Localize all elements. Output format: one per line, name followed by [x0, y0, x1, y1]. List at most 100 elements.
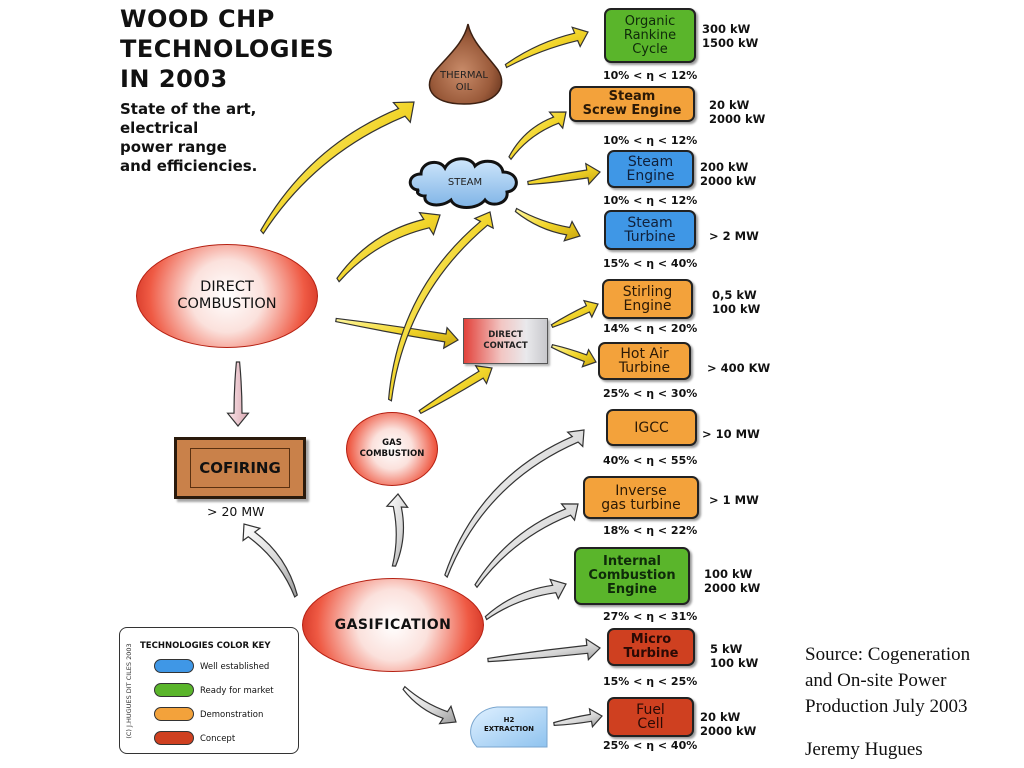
tech-name: Steam Engine [626, 154, 675, 184]
arrow-gasification-to-microturbine [487, 637, 601, 663]
tech-power-range: 20 kW 2000 kW [709, 98, 766, 126]
legend-copyright: (C) J.HUGUES DIT CILES 2003 [122, 632, 136, 750]
steam-label: STEAM [447, 177, 483, 188]
subtitle-line-1: State of the art, [120, 100, 257, 118]
title-line-3: IN 2003 [120, 65, 228, 93]
source-line-2: and On-site Power [805, 670, 947, 691]
tech-name: Internal Combustion Engine [588, 554, 676, 597]
arrow-gasification-to-cofiring [242, 523, 298, 598]
tech-efficiency: 18% < η < 22% [603, 524, 698, 537]
arrow-steam-to-screw [508, 111, 567, 161]
tech-efficiency: 25% < η < 30% [603, 387, 698, 400]
tech-name: IGCC [634, 419, 669, 436]
source-line-1: Source: Cogeneration [805, 644, 971, 665]
cofiring-label: COFIRING [190, 448, 290, 488]
arrow-gas-comb-to-steam [387, 211, 495, 402]
steam-cloud [408, 157, 518, 209]
tech-box-steam-turbine: Steam Turbine [604, 210, 696, 250]
legend-copyright-text: (C) J.HUGUES DIT CILES 2003 [125, 643, 133, 739]
gasification-node: GASIFICATION [302, 578, 484, 672]
tech-name: Steam Turbine [624, 215, 676, 245]
source-author: Jeremy Hugues [805, 739, 923, 760]
tech-name: Micro Turbine [623, 632, 679, 661]
tech-efficiency: 40% < η < 55% [603, 454, 698, 467]
tech-name: Hot Air Turbine [618, 346, 671, 376]
tech-name: Fuel Cell [636, 702, 665, 732]
tech-power-range: 300 kW 1500 kW [702, 22, 759, 50]
direct-contact-node: DIRECT CONTACT [463, 318, 548, 364]
direct-combustion-label: DIRECT COMBUSTION [177, 279, 277, 312]
tech-name: Stirling Engine [622, 284, 673, 314]
tech-efficiency: 15% < η < 40% [603, 257, 698, 270]
tech-box-organic-rankine-cycle: Organic Rankine Cycle [604, 8, 696, 63]
gas-combustion-node: GAS COMBUSTION [346, 412, 438, 486]
color-key-legend: (C) J.HUGUES DIT CILES 2003 TECHNOLOGIES… [119, 627, 299, 754]
tech-efficiency: 14% < η < 20% [603, 322, 698, 335]
legend-swatch-ready-for-market [154, 683, 194, 697]
tech-efficiency: 27% < η < 31% [603, 610, 698, 623]
legend-label-well-established: Well established [200, 662, 270, 672]
direct-combustion-node: DIRECT COMBUSTION [136, 244, 318, 348]
h2-extraction-label: H2 EXTRACTION [483, 716, 535, 733]
arrow-direct-contact-to-hot-air [550, 343, 597, 368]
title-line-1: WOOD CHP [120, 5, 275, 33]
legend-swatch-well-established [154, 659, 194, 673]
thermal-oil-label: THERMAL OIL [440, 70, 488, 93]
tech-power-range: 100 kW 2000 kW [704, 567, 761, 595]
legend-swatch-demonstration [154, 707, 194, 721]
tech-box-hot-air-turbine: Hot Air Turbine [598, 342, 691, 380]
arrow-gasification-to-gas-comb [385, 493, 409, 567]
arrow-gas-comb-to-direct-contact [418, 365, 493, 415]
gasification-label: GASIFICATION [334, 617, 452, 633]
subtitle-line-3: power range [120, 138, 227, 156]
h2-extraction-shape [470, 706, 548, 748]
cofiring-power: > 20 MW [207, 504, 265, 519]
thermal-oil-drop [428, 23, 503, 105]
arrow-gasification-to-inverse [474, 503, 579, 589]
tech-efficiency: 10% < η < 12% [603, 134, 698, 147]
tech-efficiency: 25% < η < 40% [603, 739, 698, 752]
tech-box-internal-combustion-engine: Internal Combustion Engine [574, 547, 690, 605]
tech-power-range: > 10 MW [702, 427, 760, 441]
arrow-h2-to-fuel-cell [553, 707, 603, 729]
legend-label-ready-for-market: Ready for market [200, 686, 274, 696]
legend-label-demonstration: Demonstration [200, 710, 264, 720]
cofiring-node: COFIRING [174, 437, 306, 499]
tech-power-range: 5 kW 100 kW [710, 642, 759, 670]
tech-efficiency: 15% < η < 25% [603, 675, 698, 688]
page-subtitle: State of the art, electrical power range… [120, 100, 257, 176]
arrow-gasification-to-ice [484, 578, 567, 621]
arrow-combustion-to-steam [336, 211, 441, 283]
legend-label-concept: Concept [200, 734, 236, 744]
tech-efficiency: 10% < η < 12% [603, 194, 698, 207]
tech-box-fuel-cell: Fuel Cell [607, 697, 694, 737]
tech-box-steam-engine: Steam Engine [607, 150, 694, 188]
tech-name: Inverse gas turbine [601, 482, 681, 513]
arrow-steam-to-engine [527, 162, 601, 186]
gas-combustion-label: GAS COMBUSTION [359, 438, 425, 459]
arrow-combustion-to-direct-contact [335, 317, 459, 350]
arrow-combustion-to-cofiring [226, 361, 250, 427]
subtitle-line-2: electrical [120, 119, 199, 137]
tech-box-micro-turbine: Micro Turbine [607, 628, 695, 666]
arrow-steam-to-turbine [514, 207, 581, 242]
tech-name: Organic Rankine Cycle [623, 13, 677, 57]
tech-power-range: > 2 MW [709, 229, 759, 243]
tech-efficiency: 10% < η < 12% [603, 69, 698, 82]
legend-swatch-concept [154, 731, 194, 745]
arrow-combustion-to-thermal-oil [259, 101, 415, 235]
title-line-2: TECHNOLOGIES [120, 35, 335, 63]
tech-name: Steam Screw Engine [582, 89, 682, 118]
tech-box-steam-screw-engine: Steam Screw Engine [569, 86, 695, 122]
arrow-thermal-oil-to-orc [504, 26, 589, 69]
page-title: WOOD CHP TECHNOLOGIES IN 2003 [120, 4, 334, 94]
arrow-gasification-to-h2 [402, 685, 457, 725]
arrow-gasification-to-igcc [444, 429, 585, 579]
tech-power-range: > 400 KW [707, 361, 771, 375]
tech-power-range: 0,5 kW 100 kW [712, 288, 761, 316]
tech-power-range: > 1 MW [709, 493, 759, 507]
direct-contact-label: DIRECT CONTACT [483, 330, 528, 351]
subtitle-line-4: and efficiencies. [120, 157, 258, 175]
